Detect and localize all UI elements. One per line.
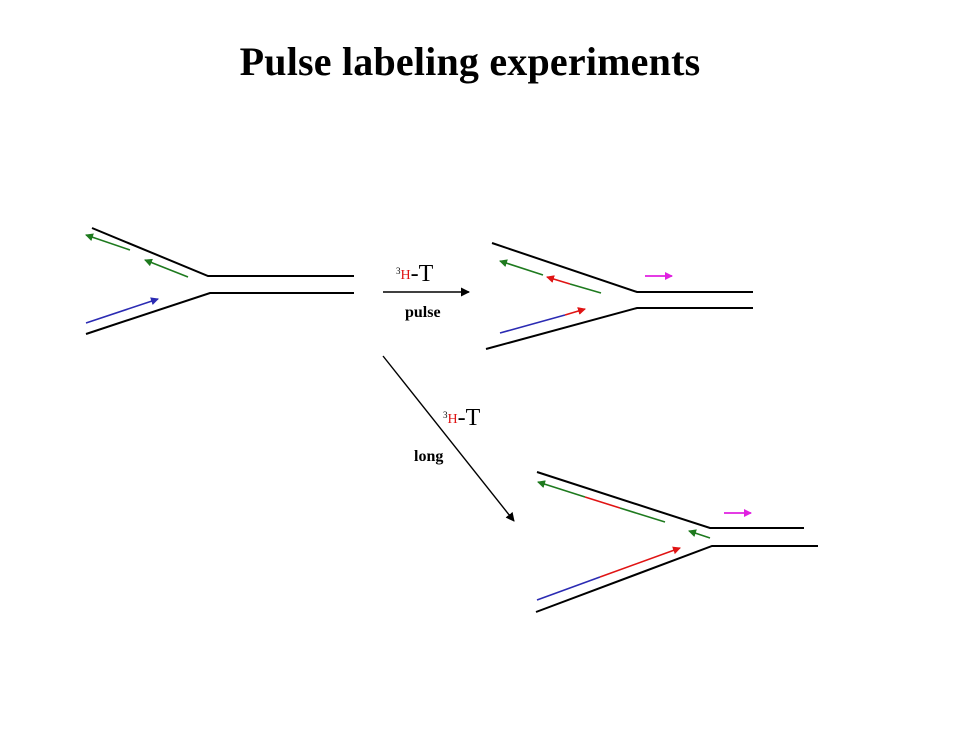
parental-strand-bottom [535, 545, 818, 613]
long-isotope-label: 3H-T [443, 406, 480, 430]
leading-strand-labeled-tip [564, 307, 586, 316]
okazaki-fragment-arrow [537, 480, 586, 498]
isotope-symbol: H [447, 412, 458, 427]
parental-strand-top [536, 471, 804, 529]
parental-strand-bottom [485, 307, 753, 350]
isotope-mass-number: 3 [396, 266, 401, 276]
okazaki-fragment-arrow [85, 233, 131, 251]
parental-strand-top [491, 242, 753, 293]
long-arrow [382, 355, 515, 522]
okazaki-fragment-unlabeled-part [569, 283, 602, 294]
okazaki-fragment-labeled-tip [546, 275, 571, 285]
leading-strand-labeled-arrow [599, 546, 681, 578]
okazaki-fragment-labeled-part [584, 496, 621, 509]
pulse-isotope-label: 3H-T [396, 262, 433, 286]
isotope-mass-number: 3 [443, 410, 448, 420]
isotope-symbol: H [400, 268, 411, 283]
parental-strand-bottom [85, 292, 354, 335]
leading-strand-arrow [85, 297, 159, 324]
nucleotide-label: -T [457, 405, 481, 431]
fork-pulse-labeled [485, 242, 753, 350]
okazaki-fragment [619, 507, 666, 523]
leading-strand [536, 576, 601, 601]
okazaki-fragment-arrow [499, 259, 544, 276]
parental-strand-top [91, 227, 354, 277]
fork-long-labeled [535, 471, 818, 613]
pulse-condition-label: pulse [405, 304, 441, 321]
okazaki-fragment-arrow [688, 529, 711, 539]
fork-unlabeled [85, 227, 354, 335]
page-title: Pulse labeling experiments [239, 39, 701, 84]
okazaki-fragment-arrow [144, 258, 189, 278]
nucleotide-label: -T [410, 261, 434, 287]
leading-strand [499, 314, 566, 334]
long-condition-label: long [414, 448, 444, 465]
